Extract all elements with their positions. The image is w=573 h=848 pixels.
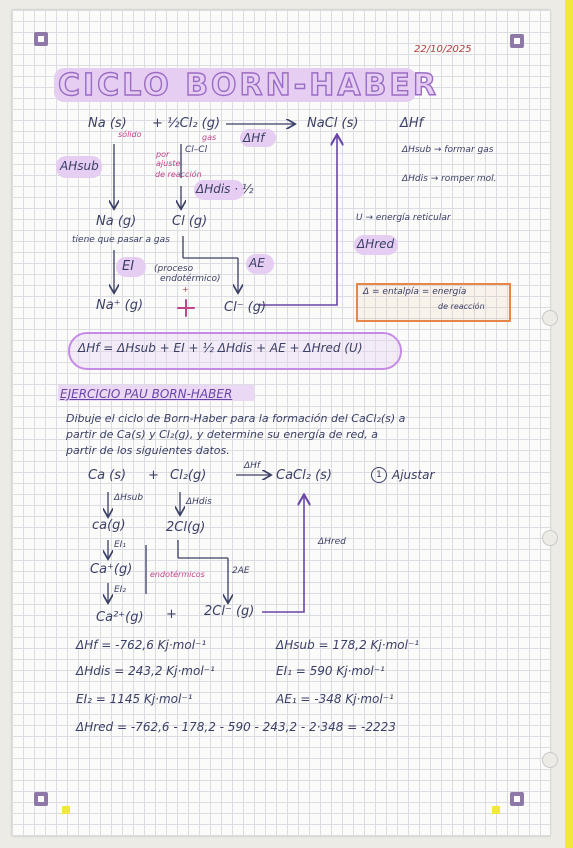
- dhred-label: ΔHred: [318, 537, 346, 547]
- delta-definition-line1: Δ = entalpía = energía: [363, 287, 467, 297]
- corner-square-icon: [34, 32, 48, 46]
- proceso-note: (proceso: [154, 264, 194, 274]
- ca-2plus-gas: Ca²⁺(g): [96, 610, 144, 625]
- ei2-label: EI₂: [114, 585, 126, 595]
- dhdis-half: ΔHdis · ½: [196, 182, 254, 196]
- cl-cl-bond: Cl–Cl: [185, 145, 208, 155]
- por-ajuste: por ajuste: [156, 150, 181, 168]
- data-dhsub: ΔHsub = 178,2 Kj·mol⁻¹: [276, 638, 420, 652]
- corner-accent: [492, 806, 500, 814]
- lattice-energy-result: ΔHred = -762,6 - 178,2 - 590 - 243,2 - 2…: [76, 720, 396, 734]
- binder-hole: [542, 310, 558, 326]
- dhdis-definition: ΔHdis → romper mol.: [402, 174, 497, 184]
- ae-label: AE: [249, 256, 265, 270]
- dhsub-label: ΔHsub: [114, 493, 144, 503]
- two-ae-label: 2AE: [232, 566, 250, 576]
- ei1-label: EI₁: [114, 540, 126, 550]
- page-title: CICLO BORN-HABER: [57, 67, 440, 103]
- data-dhf: ΔHf = -762,6 Kj·mol⁻¹: [76, 638, 207, 652]
- nacl-solid: NaCl (s): [307, 116, 359, 131]
- two-cl-minus-gas: 2Cl⁻ (g): [204, 604, 255, 619]
- exercise-heading: EJERCICIO PAU BORN-HABER: [60, 387, 233, 401]
- corner-square-icon: [34, 792, 48, 806]
- endotermico-note: endotérmico): [160, 274, 221, 284]
- exercise-heading-highlight: [58, 385, 254, 401]
- small-plus: +: [182, 285, 189, 294]
- dhf-highlight: [240, 129, 276, 147]
- u-definition: U → energía reticular: [356, 213, 451, 223]
- title-highlight: [54, 68, 416, 102]
- ca-solid: Ca (s): [88, 468, 127, 483]
- gas-note: gas: [202, 133, 217, 142]
- de-reaccion: de reacción: [155, 170, 202, 179]
- ca-plus-gas: Ca⁺(g): [90, 562, 133, 577]
- delta-definition-line2: de reacción: [438, 302, 485, 311]
- na-plus-gas: Na⁺ (g): [96, 298, 144, 313]
- ae-highlight: [246, 254, 274, 274]
- ahsub-highlight: [56, 156, 102, 178]
- na-solid: Na (s): [88, 116, 127, 131]
- ajustar-note: Ajustar: [392, 468, 435, 482]
- data-ae1: AE₁ = -348 Kj·mol⁻¹: [276, 692, 394, 706]
- dhf-label: ΔHf: [244, 461, 261, 471]
- ahsub-label: AHsub: [60, 159, 99, 173]
- dhred-highlight: [354, 235, 398, 255]
- two-cl-gas: 2Cl(g): [166, 520, 206, 535]
- dhdis-highlight: [194, 180, 244, 200]
- tiene-que-pasar: tiene que pasar a gas: [72, 235, 170, 245]
- solid-note: sólido: [118, 130, 142, 139]
- dhred-label: ΔHred: [357, 237, 395, 251]
- data-dhdis: ΔHdis = 243,2 Kj·mol⁻¹: [76, 664, 215, 678]
- ca-gas: ca(g): [92, 518, 126, 533]
- corner-square-icon: [510, 34, 524, 48]
- na-gas: Na (g): [96, 214, 137, 229]
- dhsub-definition: ΔHsub → formar gas: [402, 145, 494, 155]
- date: 22/10/2025: [414, 44, 472, 55]
- plus-sign-2: +: [166, 607, 177, 622]
- half-cl2: + ½Cl₂ (g): [152, 116, 221, 131]
- yellow-page-edge: [565, 0, 573, 848]
- prompt-line-3: partir de los siguientes datos.: [66, 444, 230, 457]
- step-number: 1: [371, 467, 387, 483]
- equation-pill: [68, 332, 402, 370]
- dhf-right: ΔHf: [400, 116, 424, 131]
- cl-minus-gas: Cl⁻ (g): [224, 300, 267, 315]
- ei-label: EI: [122, 259, 135, 274]
- corner-accent: [62, 806, 70, 814]
- binder-hole: [542, 530, 558, 546]
- cl-gas: Cl (g): [172, 214, 208, 229]
- dhdis-label: ΔHdis: [186, 497, 212, 507]
- binder-hole: [542, 752, 558, 768]
- dhf-boxed: ΔHf: [243, 131, 265, 145]
- data-ei2: EI₂ = 1145 Kj·mol⁻¹: [76, 692, 193, 706]
- prompt-line-1: Dibuje el ciclo de Born-Haber para la fo…: [66, 412, 406, 425]
- enthalpy-definition-box: [356, 283, 511, 322]
- enthalpy-equation: ΔHf = ΔHsub + EI + ½ ΔHdis + AE + ΔHred …: [78, 341, 363, 355]
- ei-highlight: [116, 257, 146, 277]
- data-ei1: EI₁ = 590 Kj·mol⁻¹: [276, 664, 385, 678]
- endotermicos-note: endotérmicos: [150, 570, 205, 579]
- cacl2-solid: CaCl₂ (s): [276, 468, 332, 483]
- plus-sign-1: +: [148, 468, 159, 483]
- corner-square-icon: [510, 792, 524, 806]
- cl2-gas: Cl₂(g): [170, 468, 207, 483]
- prompt-line-2: partir de Ca(s) y Cl₂(g), y determine su…: [66, 428, 378, 441]
- notebook-page: [12, 10, 558, 836]
